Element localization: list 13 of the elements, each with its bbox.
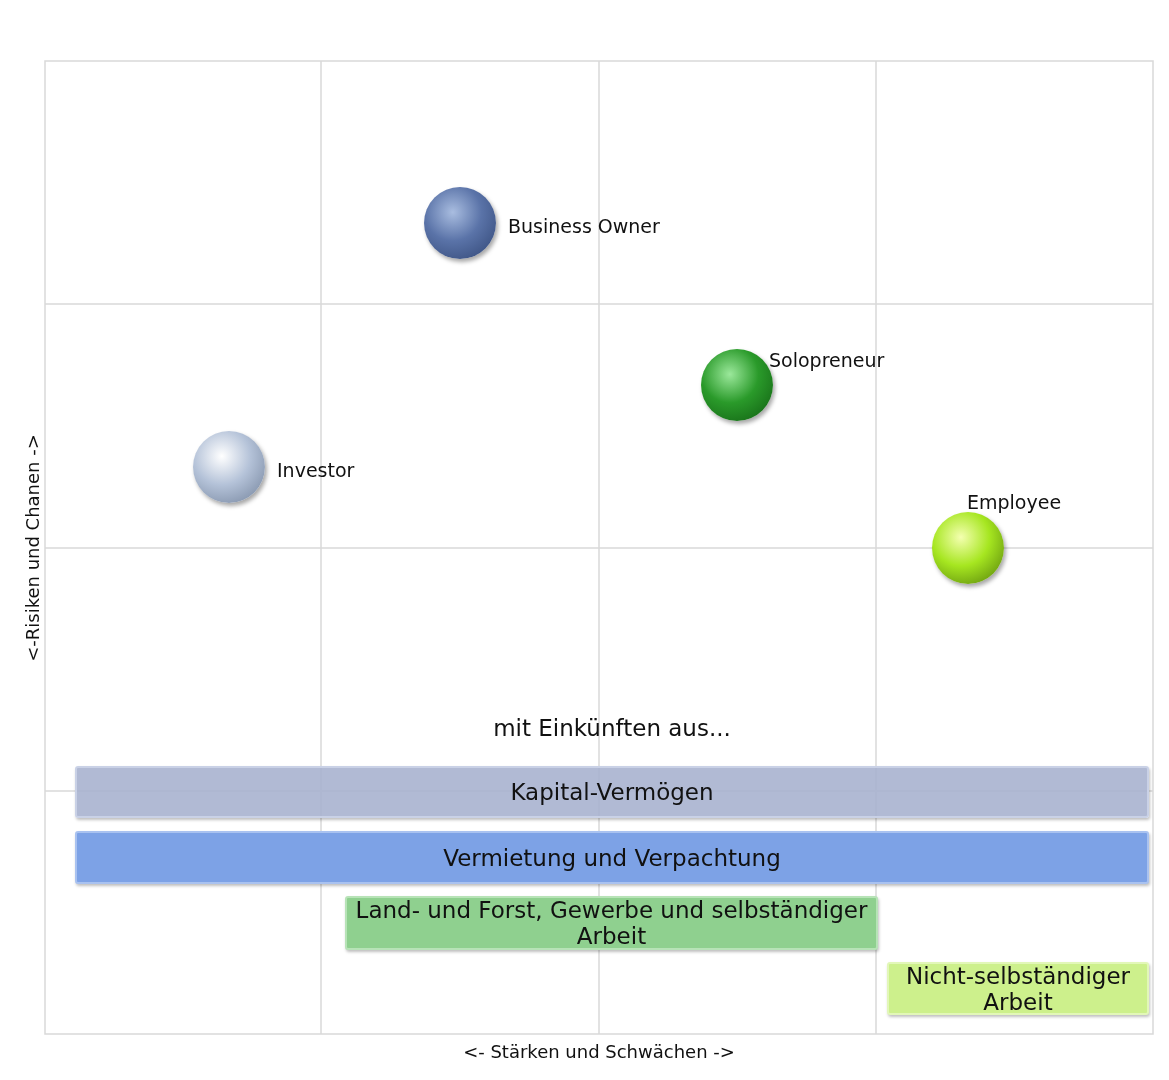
bar-label: Land- und Forst, Gewerbe und selbständiger Arbeit [354, 897, 869, 949]
point-label: Investor [277, 458, 355, 483]
bar-label: Vermietung und Verpachtung [443, 844, 781, 871]
bar-label: Kapital-Vermögen [510, 779, 714, 805]
category-bar [75, 831, 1149, 884]
point-label: Solopreneur [769, 348, 885, 373]
category-bar [75, 766, 1149, 818]
axis-title: <-Risiken und Chanen -> [20, 434, 44, 662]
point-label: Business Owner [508, 214, 660, 239]
axis-title: <- Stärken und Schwächen -> [463, 1040, 735, 1064]
bar-label: Nicht-selbständiger Arbeit [904, 962, 1132, 1015]
section-note: mit Einkünften aus... [493, 714, 731, 743]
point-label: Employee [967, 490, 1062, 515]
